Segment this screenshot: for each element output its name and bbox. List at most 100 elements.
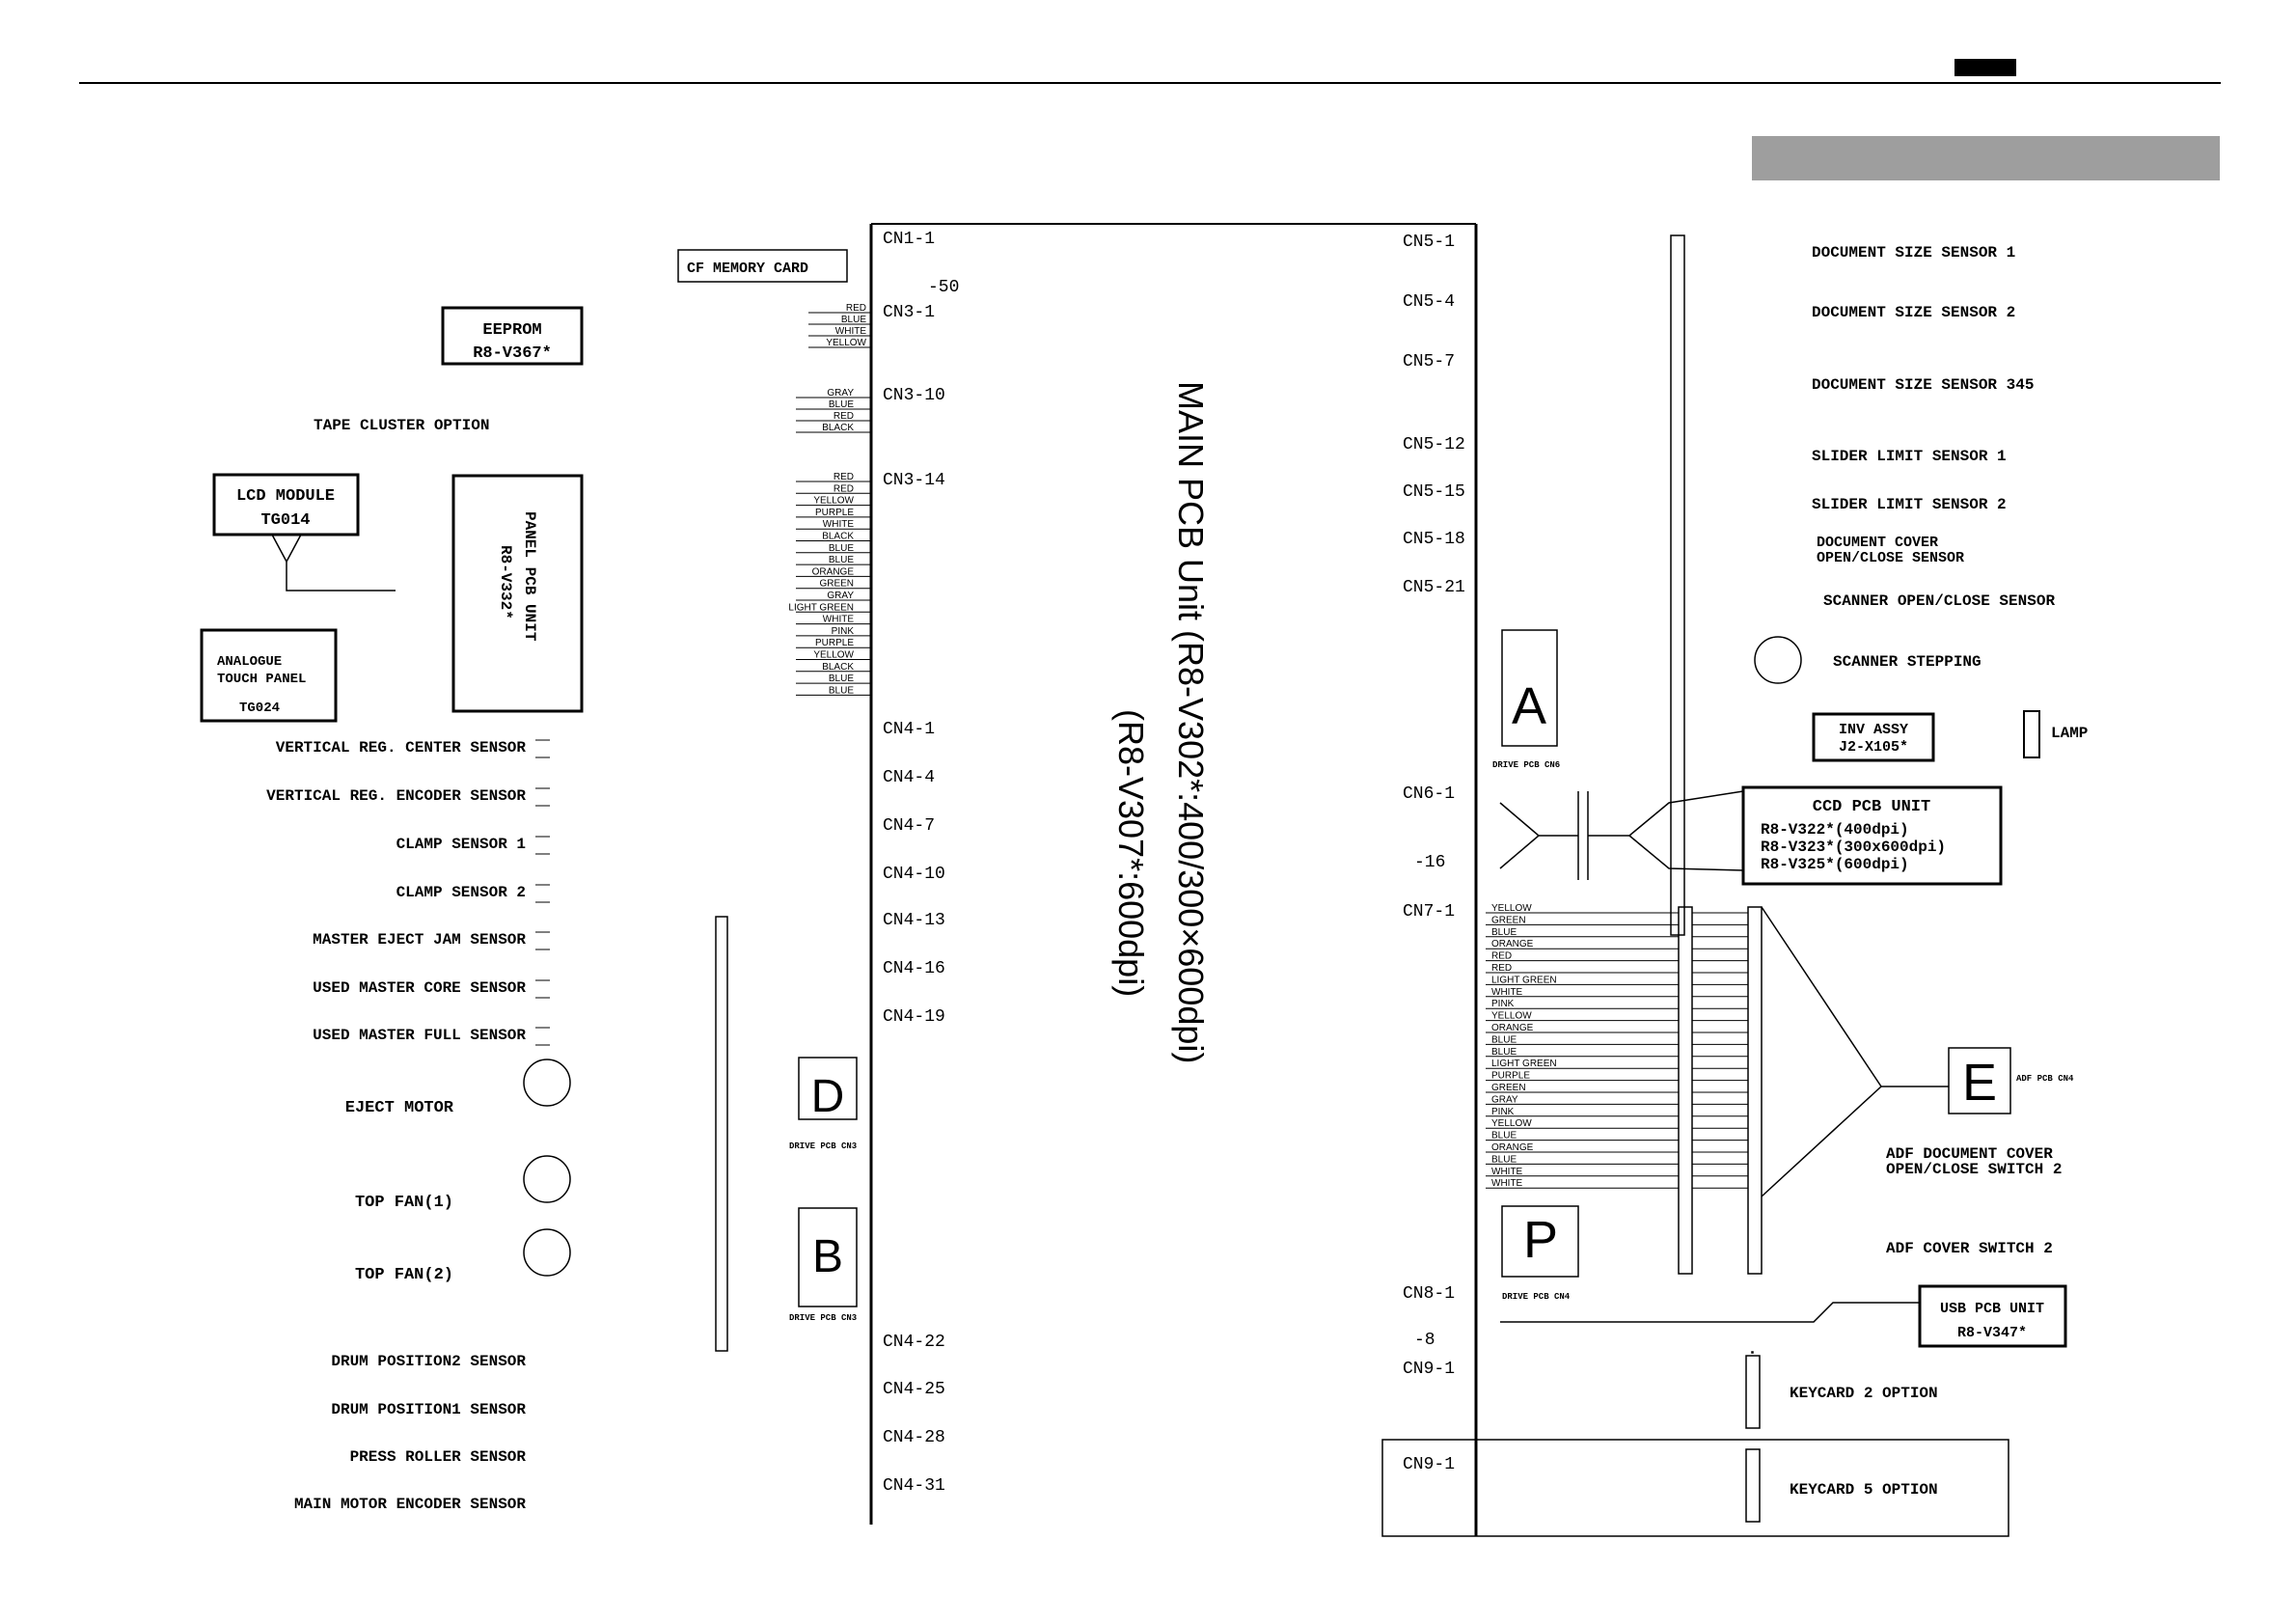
wire-color-label: PINK (1491, 999, 1515, 1009)
connector-label: CN4-7 (883, 816, 935, 836)
wire-color-label: BLUE (829, 399, 854, 410)
connector-label: CN5-1 (1403, 233, 1455, 252)
drive-pcb-cn6: DRIVE PCB CN6 (1492, 760, 1560, 770)
wire-color-label: WHITE (1491, 1178, 1523, 1189)
wire-color-label: ORANGE (812, 566, 855, 577)
wire-color-label: GREEN (819, 579, 854, 590)
document-cover-sensor: DOCUMENT COVER (1817, 535, 1938, 551)
wire-color-label: RED (834, 472, 854, 482)
wire-color-label: WHITE (835, 326, 867, 337)
sensor-label: DRUM POSITION1 SENSOR (331, 1401, 526, 1418)
adf-pcb-cn4: ADF PCB CN4 (2016, 1074, 2074, 1084)
panel-pcb-label: PANEL PCB UNIT (521, 511, 538, 642)
wire-color-label: BLUE (829, 555, 854, 565)
usb-pcb-code: R8-V347* (1957, 1325, 2027, 1341)
connector-label: CN5-12 (1403, 435, 1465, 454)
scanner-stepping-label: SCANNER STEPPING (1833, 653, 1982, 671)
sensor-label: PRESS ROLLER SENSOR (350, 1448, 527, 1466)
top-fan-2-label: TOP FAN(2) (355, 1266, 453, 1284)
sensor-label: DRUM POSITION2 SENSOR (331, 1353, 526, 1370)
connector-label: -8 (1414, 1331, 1435, 1350)
wire-color-label: BLUE (1491, 1131, 1517, 1142)
drive-pcb-cn4: DRIVE PCB CN4 (1502, 1292, 1571, 1302)
sensor-label: USED MASTER CORE SENSOR (313, 979, 526, 997)
connector-label: CN5-18 (1403, 530, 1465, 549)
connector-label: CN3-10 (883, 386, 945, 405)
wire-color-label: YELLOW (1491, 903, 1532, 914)
sensor-label: CLAMP SENSOR 2 (396, 884, 526, 901)
eject-motor-label: EJECT MOTOR (345, 1099, 454, 1117)
wire-color-label: RED (1491, 951, 1512, 962)
sensor-label: SLIDER LIMIT SENSOR 2 (1812, 496, 2007, 513)
adf-pcb-e: E (1962, 1054, 1997, 1112)
connector-label: CN4-22 (883, 1333, 945, 1352)
wire-color-label: WHITE (823, 519, 855, 530)
wire-color-label: PURPLE (815, 508, 854, 518)
ccd-variant: R8-V322*(400dpi) (1761, 821, 1909, 839)
top-fan-1-label: TOP FAN(1) (355, 1194, 453, 1212)
wire-color-label: BLUE (1491, 1047, 1517, 1058)
wire-color-label: BLACK (822, 532, 854, 542)
ccd-pcb-label: CCD PCB UNIT (1813, 798, 1930, 816)
wire-color-label: YELLOW (813, 496, 854, 507)
sensor-label: USED MASTER FULL SENSOR (313, 1027, 526, 1044)
wire-color-label: GRAY (1491, 1094, 1518, 1105)
wire-color-label: RED (846, 303, 866, 314)
wire-color-label: WHITE (1491, 1167, 1523, 1177)
panel-pcb-code: R8-V332* (497, 545, 514, 619)
wire-color-label: YELLOW (1491, 1118, 1532, 1129)
touch-panel-label: TOUCH PANEL (217, 672, 306, 687)
wire-color-label: BLUE (1491, 1154, 1517, 1165)
adf-cover-switch-2: ADF COVER SWITCH 2 (1886, 1240, 2053, 1257)
inv-assy-label: INV ASSY (1839, 722, 1908, 738)
connector-label: CN7-1 (1403, 902, 1455, 922)
wire-color-label: WHITE (823, 615, 855, 625)
drive-pcb-a: A (1512, 677, 1546, 735)
wire-color-label: BLACK (822, 662, 854, 673)
sensor-label: DOCUMENT SIZE SENSOR 345 (1812, 376, 2034, 394)
wire-color-label: BLUE (1491, 1034, 1517, 1045)
wire-color-label: RED (834, 411, 854, 422)
wire-color-label: YELLOW (826, 338, 866, 348)
sensor-label: MASTER EJECT JAM SENSOR (313, 931, 526, 949)
wire-color-label: BLACK (822, 423, 854, 433)
connector-label: CN5-7 (1403, 352, 1455, 371)
connector-label: -50 (928, 278, 959, 297)
drive-pcb-p: P (1523, 1211, 1558, 1269)
wire-color-label: BLUE (841, 315, 866, 325)
connector-label: CN4-4 (883, 768, 935, 787)
lamp-label: LAMP (2051, 725, 2088, 742)
lcd-module-code: TG014 (260, 511, 310, 530)
connector-label: CN4-10 (883, 865, 945, 884)
wire-color-label: ORANGE (1491, 939, 1534, 949)
sensor-label: DOCUMENT SIZE SENSOR 2 (1812, 304, 2015, 321)
keycard-2-option: KEYCARD 2 OPTION (1790, 1385, 1938, 1402)
section-bar (1752, 136, 2220, 180)
connector-label: CN9-1 (1403, 1455, 1455, 1474)
adf-cover-switch: OPEN/CLOSE SWITCH 2 (1886, 1161, 2062, 1178)
cf-memory-card: CF MEMORY CARD (687, 261, 808, 277)
connector-label: CN9-1 (1403, 1360, 1455, 1379)
wire-color-label: GREEN (1491, 1083, 1526, 1093)
wire-color-label: ORANGE (1491, 1142, 1534, 1153)
connector-label: CN4-28 (883, 1428, 945, 1447)
drive-pcb-cn3: DRIVE PCB CN3 (789, 1142, 857, 1151)
wire-color-label: PURPLE (815, 638, 854, 648)
wire-color-label: GRAY (827, 591, 854, 601)
wire-color-label: WHITE (1491, 987, 1523, 998)
wire-color-label: BLUE (829, 685, 854, 696)
connector-label: CN4-31 (883, 1476, 945, 1496)
ccd-variant: R8-V325*(600dpi) (1761, 856, 1909, 873)
eeprom-label: EEPROM (482, 321, 541, 340)
inv-assy-code: J2-X105* (1839, 739, 1908, 756)
connector-label: CN6-1 (1403, 784, 1455, 804)
connector-label: CN5-4 (1403, 292, 1455, 312)
scanner-sensor-label: SCANNER OPEN/CLOSE SENSOR (1823, 592, 2055, 610)
sensor-label: VERTICAL REG. CENTER SENSOR (276, 739, 527, 756)
wire-color-label: ORANGE (1491, 1023, 1534, 1033)
connector-label: CN3-1 (883, 303, 935, 322)
wire-color-label: PINK (1491, 1107, 1515, 1117)
connector-label: CN3-14 (883, 471, 945, 490)
document-cover-sensor: OPEN/CLOSE SENSOR (1817, 550, 1964, 566)
wire-color-label: YELLOW (1491, 1011, 1532, 1022)
